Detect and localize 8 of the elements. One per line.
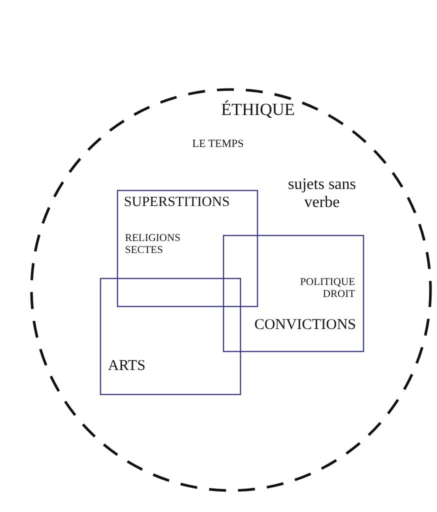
box-text: RELIGIONS SECTES — [125, 233, 182, 258]
box-heading: ARTS — [108, 358, 146, 376]
box-heading: SUPERSTITIONS — [124, 195, 231, 212]
circle-heading: ÉTHIQUE — [220, 100, 296, 120]
circle-text: LE TEMPS — [191, 138, 245, 151]
box-heading: CONVICTIONS — [253, 317, 356, 334]
box-text: POLITIQUE DROIT — [299, 277, 355, 302]
circle-note: sujets sans verbe — [287, 176, 357, 213]
